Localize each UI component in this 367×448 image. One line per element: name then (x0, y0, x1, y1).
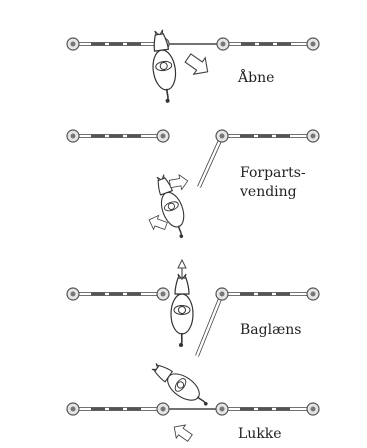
gate-post-icon (66, 129, 80, 143)
panel-forehand-turn (66, 129, 320, 242)
gate-post-icon (66, 402, 80, 416)
gate-swing-bar (195, 293, 224, 357)
label-open: Åbne (238, 70, 275, 86)
panel-backwards (66, 258, 320, 357)
gate-post-icon (215, 287, 229, 301)
panel-open (66, 28, 320, 105)
gate-post-icon (156, 129, 170, 143)
gate-post-icon (306, 129, 320, 143)
gate-post-icon (306, 37, 320, 51)
gate-post-icon (216, 37, 230, 51)
gate-post-icon (306, 287, 320, 301)
direction-arrow-icon (177, 258, 187, 280)
horse-rider-icon (147, 28, 181, 105)
panel-close (66, 357, 320, 445)
label-backwards: Baglæns (240, 322, 302, 338)
gate-post-icon (156, 402, 170, 416)
label-forehand-line2: vending (240, 184, 297, 200)
gate-post-icon (156, 287, 170, 301)
direction-arrow-icon (169, 419, 196, 445)
gate-post-icon (66, 37, 80, 51)
gate-post-icon (215, 129, 229, 143)
horse-rider-icon (147, 357, 215, 413)
gate-post-icon (66, 287, 80, 301)
label-close: Lukke (238, 426, 282, 442)
horse-rider-icon (170, 273, 194, 348)
gate-post-icon (215, 402, 229, 416)
gate-swing-bar (197, 135, 224, 188)
gate-post-icon (306, 402, 320, 416)
label-forehand-line1: Forparts- (240, 165, 306, 181)
direction-arrow-icon (181, 49, 214, 81)
